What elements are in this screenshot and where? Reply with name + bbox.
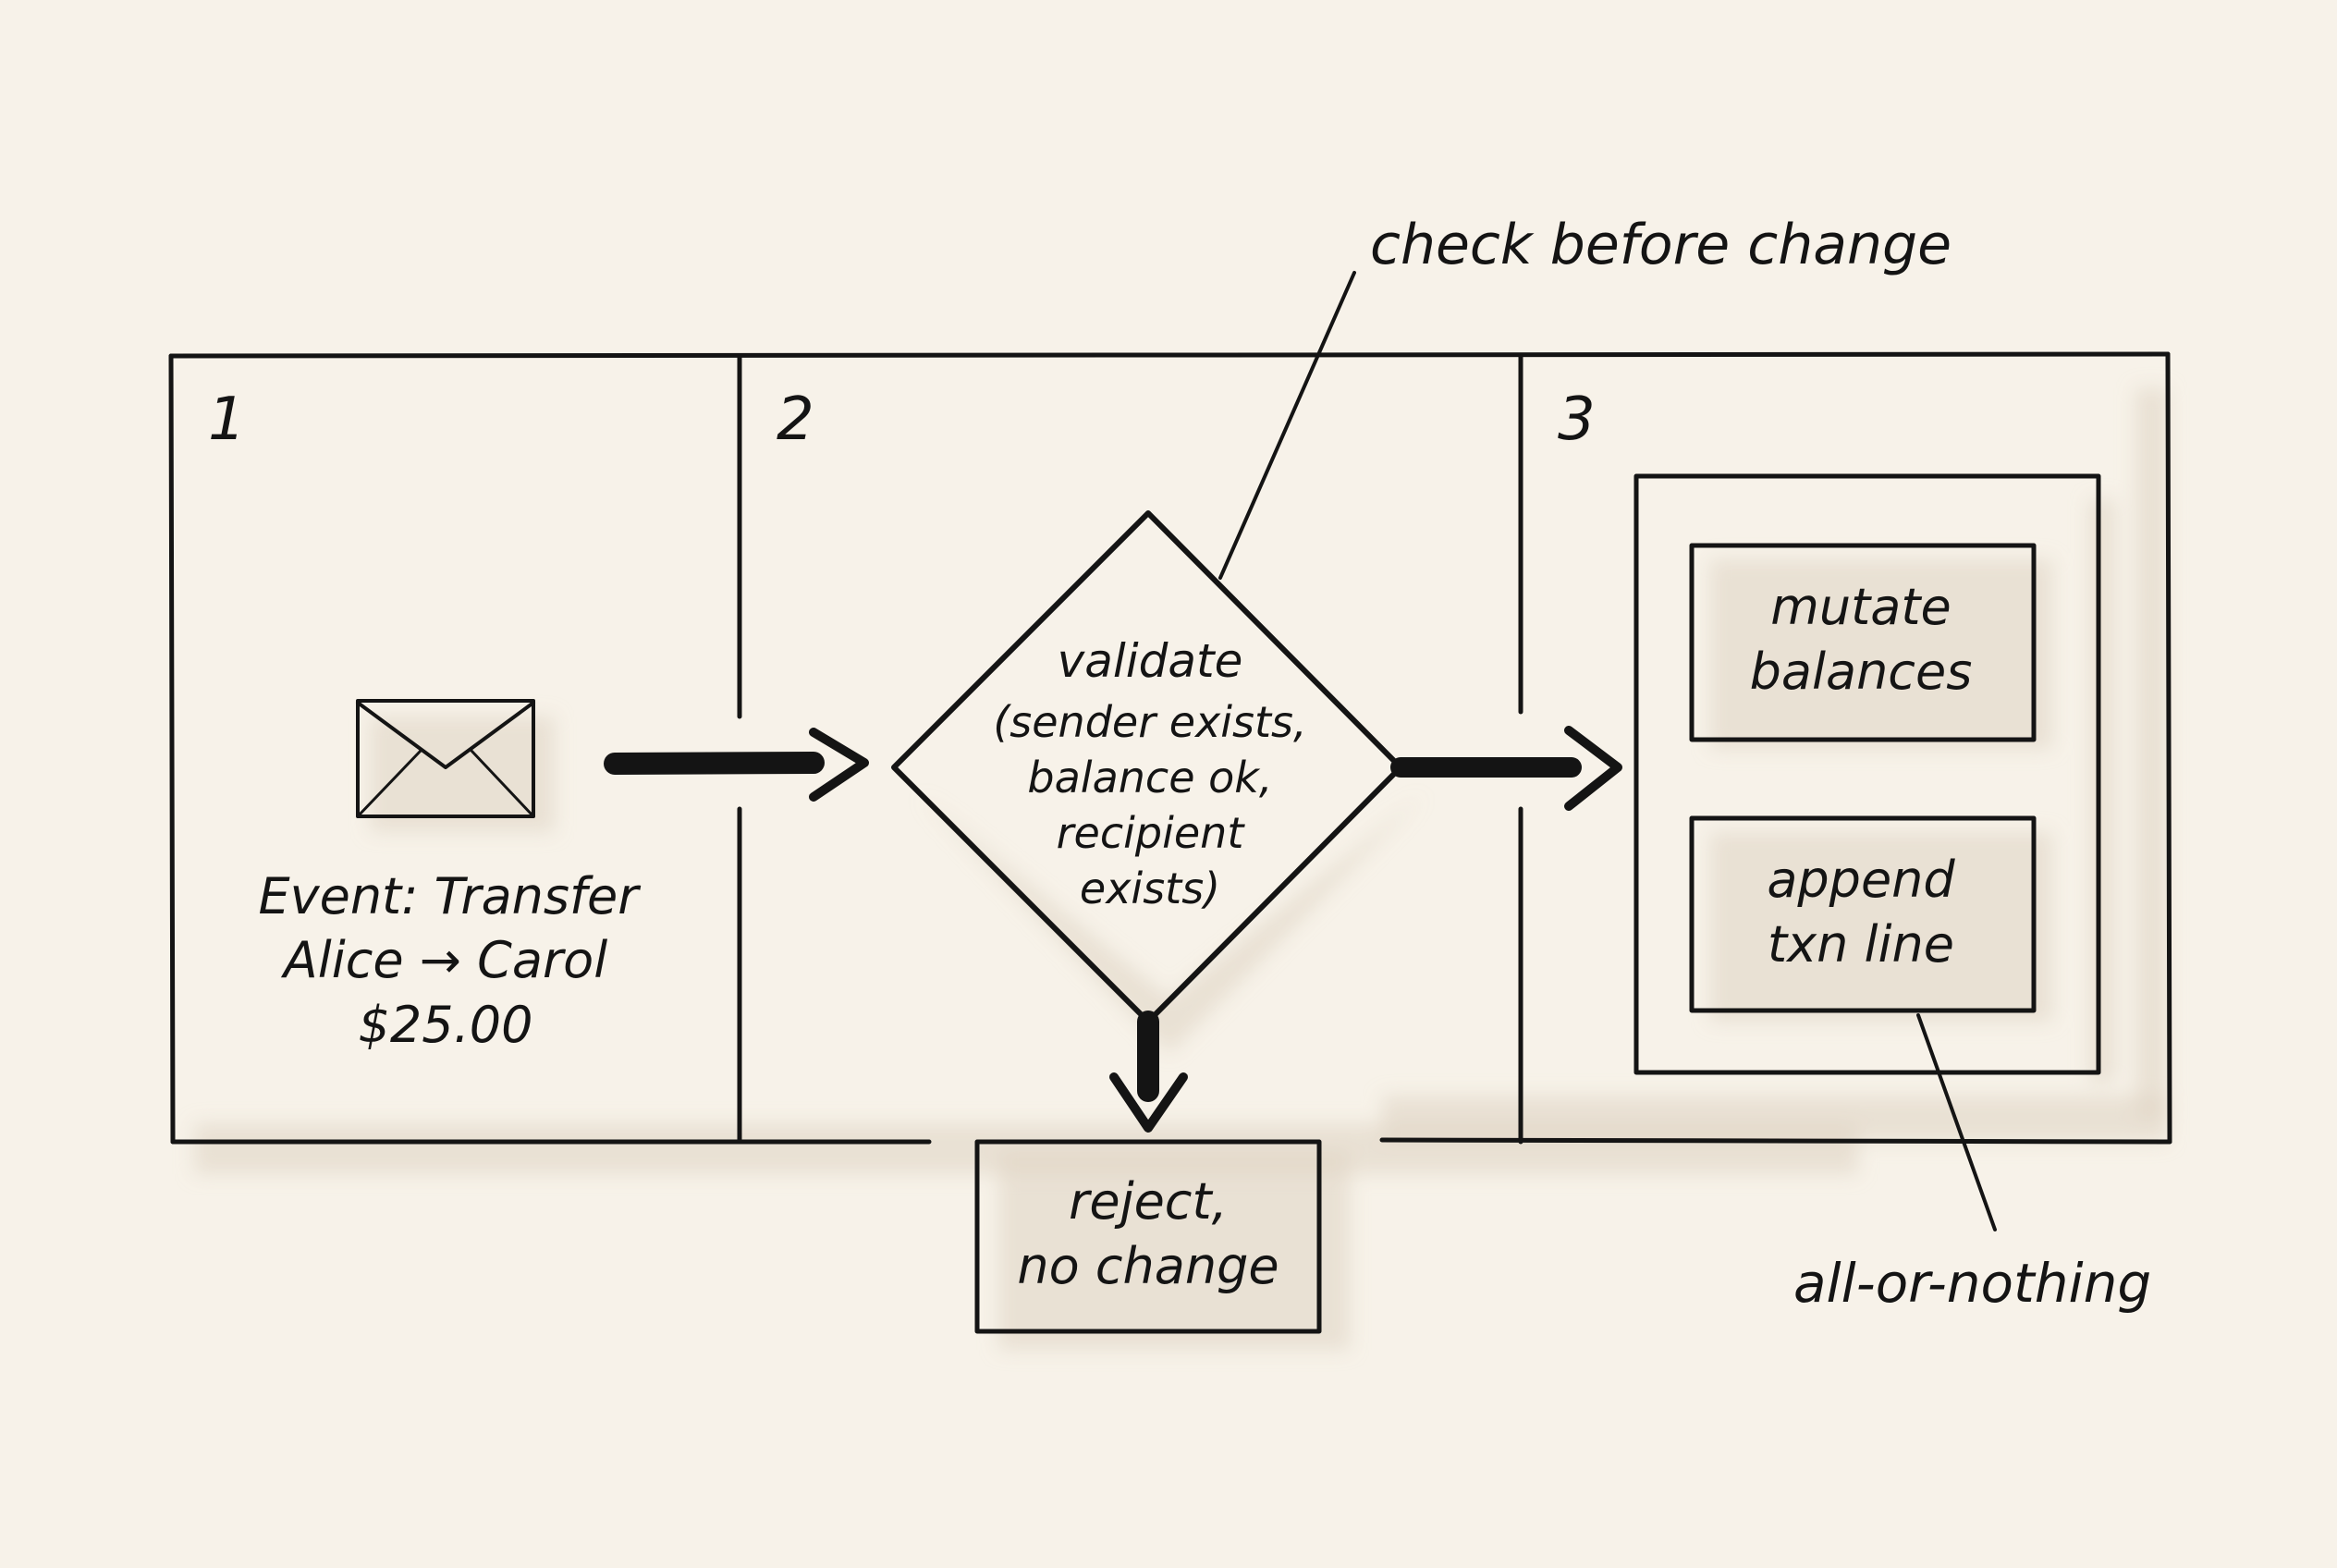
append-line-2: txn line	[1768, 915, 1954, 974]
envelope-icon	[356, 699, 535, 818]
inner-group-shadow	[2089, 499, 2115, 1082]
mutate-label: mutate balances	[1750, 578, 1973, 701]
frame-top-edge	[168, 351, 2171, 359]
event-line-3: $25.00	[359, 996, 533, 1054]
panel-number-1: 1	[208, 386, 246, 454]
arrow-validate-to-commit	[1390, 726, 1622, 811]
validate-label: validate (sender exists, balance ok, rec…	[993, 634, 1306, 913]
atomic-annotation: all-or-nothing	[1793, 1252, 2151, 1315]
validate-line-1: validate	[1058, 634, 1243, 688]
frame-left-edge	[168, 353, 176, 1145]
event-line-2: Alice → Carol	[281, 931, 607, 989]
append-line-1: append	[1767, 851, 1955, 909]
validate-line-5: exists)	[1080, 864, 1220, 913]
panel-3-shadow	[2135, 388, 2168, 1119]
mutate-box-shadow	[1710, 559, 2052, 749]
mutate-box	[1689, 543, 2037, 742]
frame-right-edge	[2165, 351, 2172, 1145]
reject-box-shadow	[998, 1151, 1350, 1350]
validate-line-4: recipient	[1057, 808, 1246, 858]
diamond-shadow	[920, 795, 1424, 1054]
panel-number-2: 2	[777, 386, 814, 454]
event-label: Event: Transfer Alice → Carol $25.00	[259, 867, 642, 1054]
atomic-group-box	[1633, 473, 2101, 1075]
append-label: append txn line	[1767, 851, 1955, 974]
shadows	[194, 388, 2168, 1350]
reject-line-2: no change	[1017, 1237, 1279, 1295]
append-box-shadow	[1710, 832, 2052, 1022]
reject-box	[974, 1139, 1322, 1334]
check-annotation-leader	[1218, 271, 1356, 580]
atomic-annotation-leader	[1916, 1013, 1997, 1231]
validate-line-3: balance ok,	[1027, 753, 1272, 802]
panel-number-3: 3	[1558, 386, 1596, 454]
validate-line-2: (sender exists,	[993, 697, 1306, 747]
append-box	[1689, 815, 2037, 1013]
outer-frame-shadow-right	[1382, 1096, 2168, 1142]
arrow-validate-to-reject	[1109, 1011, 1188, 1133]
mutate-line-1: mutate	[1770, 578, 1952, 636]
frame-bottom-right-edge	[1379, 1137, 2172, 1145]
reject-line-1: reject,	[1069, 1172, 1228, 1231]
check-annotation: check before change	[1370, 213, 1952, 277]
reject-label: reject, no change	[1017, 1172, 1279, 1295]
event-line-1: Event: Transfer	[259, 867, 642, 925]
arrow-event-to-validate	[604, 728, 869, 802]
outer-frame	[168, 351, 2172, 1145]
mutate-line-2: balances	[1750, 643, 1973, 701]
